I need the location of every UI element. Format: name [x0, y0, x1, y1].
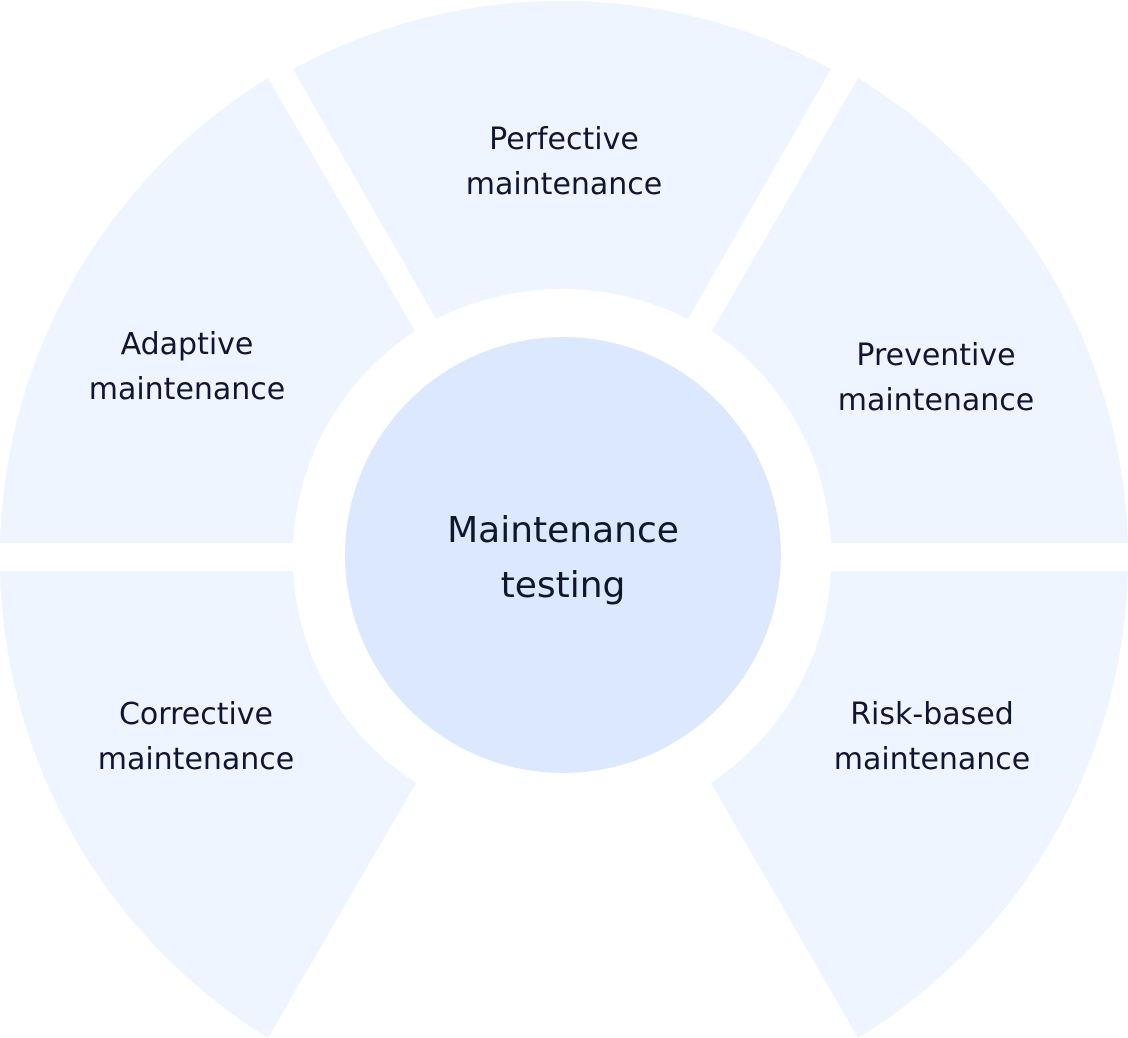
center-label-line1: Maintenance [447, 510, 679, 551]
segment-label-line2: maintenance [98, 742, 295, 777]
segment-label-line1: Adaptive [121, 327, 254, 362]
segment-label-line2: maintenance [838, 383, 1035, 418]
segment-label-line1: Corrective [119, 697, 273, 732]
segment-label-risk-based: Risk-based maintenance [834, 697, 1031, 777]
segment-label-line1: Preventive [856, 338, 1015, 373]
segment-label-line1: Perfective [489, 122, 639, 157]
segment-label-line2: maintenance [834, 742, 1031, 777]
segment-label-perfective: Perfective maintenance [466, 122, 663, 202]
center-label: Maintenance testing [447, 510, 679, 606]
segment-label-corrective: Corrective maintenance [98, 697, 295, 777]
segment-label-line2: maintenance [89, 372, 286, 407]
segment-preventive [712, 78, 1128, 543]
segment-corrective [0, 571, 416, 1038]
center-circle [345, 337, 781, 773]
segment-risk-based [711, 571, 1128, 1038]
center-label-line2: testing [501, 565, 626, 606]
segment-label-line1: Risk-based [850, 697, 1014, 732]
segment-label-line2: maintenance [466, 167, 663, 202]
segment-perfective [293, 0, 831, 320]
segment-label-preventive: Preventive maintenance [838, 338, 1035, 418]
segment-adaptive [0, 78, 415, 543]
segment-label-adaptive: Adaptive maintenance [89, 327, 286, 407]
